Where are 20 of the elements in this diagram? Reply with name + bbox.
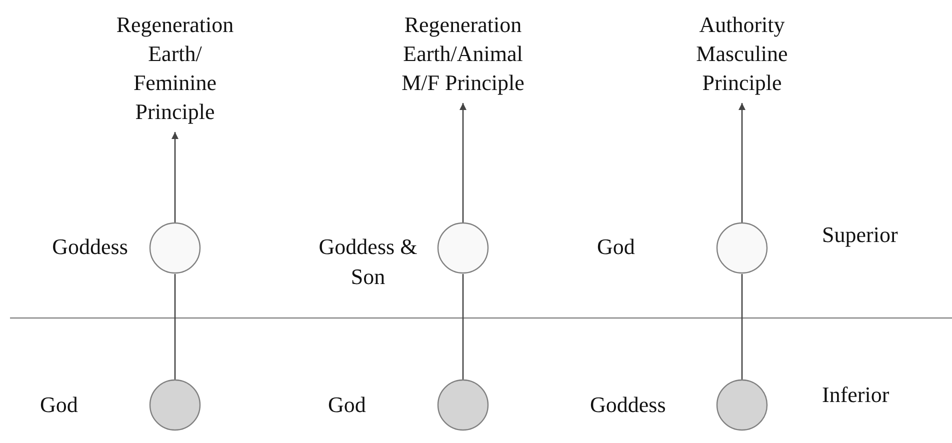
arrow [460,103,466,223]
node-label: God [597,233,636,261]
node-label: Goddess [590,391,667,419]
heading-text: Regeneration Earth/Animal M/F Principle [388,10,538,97]
circle-marker [149,379,201,431]
arrow [172,132,178,223]
level-label: Superior [822,221,898,249]
circle-marker [149,222,201,274]
node-label: Goddess [51,233,129,261]
heading-text: Authority Masculine Principle [662,10,822,97]
circle-marker [437,222,489,274]
level-label: Inferior [822,381,890,409]
circle-marker [716,379,768,431]
node-label: God [40,391,79,419]
heading-text: Regeneration Earth/ Feminine Principle [110,10,240,126]
arrow [738,103,746,223]
circle-marker [437,379,489,431]
circle-marker [716,222,768,274]
node-label: Goddess & Son [318,233,418,291]
node-label: God [328,391,367,419]
